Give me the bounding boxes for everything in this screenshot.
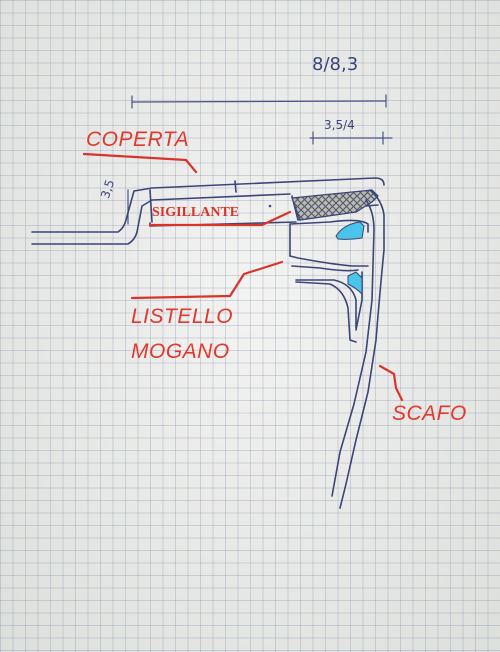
label-mogano: MOGANO bbox=[131, 340, 230, 363]
label-coperta: COPERTA bbox=[86, 128, 190, 151]
leader-coperta bbox=[82, 152, 198, 174]
pencil-dot bbox=[268, 204, 272, 208]
sealant-pocket-lower bbox=[347, 271, 363, 296]
overall-dimension-text: 8/8,3 bbox=[312, 54, 359, 75]
leader-scafo bbox=[378, 364, 404, 402]
label-listello: LISTELLO bbox=[131, 305, 234, 328]
hull-scafo bbox=[331, 189, 385, 509]
inner-dimension-line bbox=[309, 131, 393, 145]
sealant-strip bbox=[291, 189, 379, 221]
overall-dimension-line bbox=[131, 94, 387, 109]
leader-lines bbox=[82, 152, 404, 402]
sealant-pocket-upper bbox=[335, 221, 365, 240]
label-sigillante: SIGILLANTE bbox=[152, 205, 240, 220]
inner-dimension-text: 3,5/4 bbox=[324, 118, 355, 132]
leader-listello bbox=[130, 260, 284, 300]
leader-sigillante bbox=[148, 210, 292, 227]
label-scafo: SCAFO bbox=[392, 402, 467, 425]
